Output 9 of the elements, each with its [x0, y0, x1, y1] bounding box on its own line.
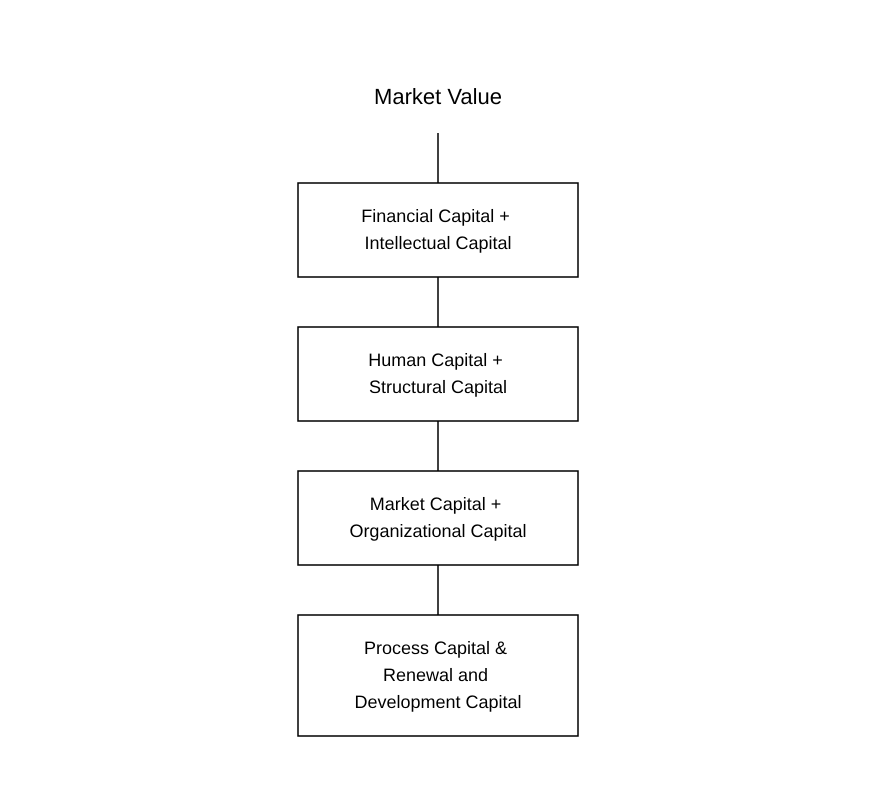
connector [437, 565, 439, 615]
node-box: Human Capital + Structural Capital [297, 326, 579, 422]
node-box: Market Capital + Organizational Capital [297, 470, 579, 566]
node-text: Market Value [374, 84, 502, 109]
node-box: Process Capital & Renewal and Development Capital [297, 614, 579, 737]
connector [437, 421, 439, 471]
node-box: Financial Capital + Intellectual Capital [297, 182, 579, 278]
connector [437, 133, 439, 183]
connector [437, 277, 439, 327]
